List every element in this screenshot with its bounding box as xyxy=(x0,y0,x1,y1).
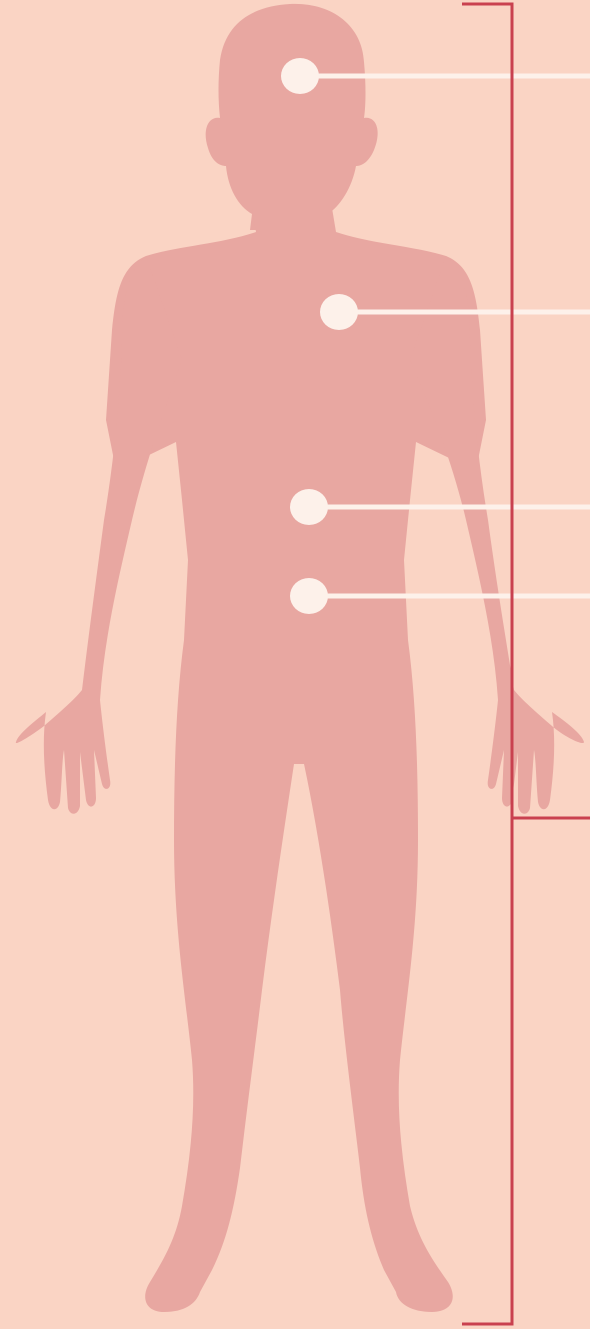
marker-lower-abdomen xyxy=(290,578,328,614)
marker-head xyxy=(281,58,319,94)
marker-chest xyxy=(320,294,358,330)
marker-abdomen xyxy=(290,489,328,525)
